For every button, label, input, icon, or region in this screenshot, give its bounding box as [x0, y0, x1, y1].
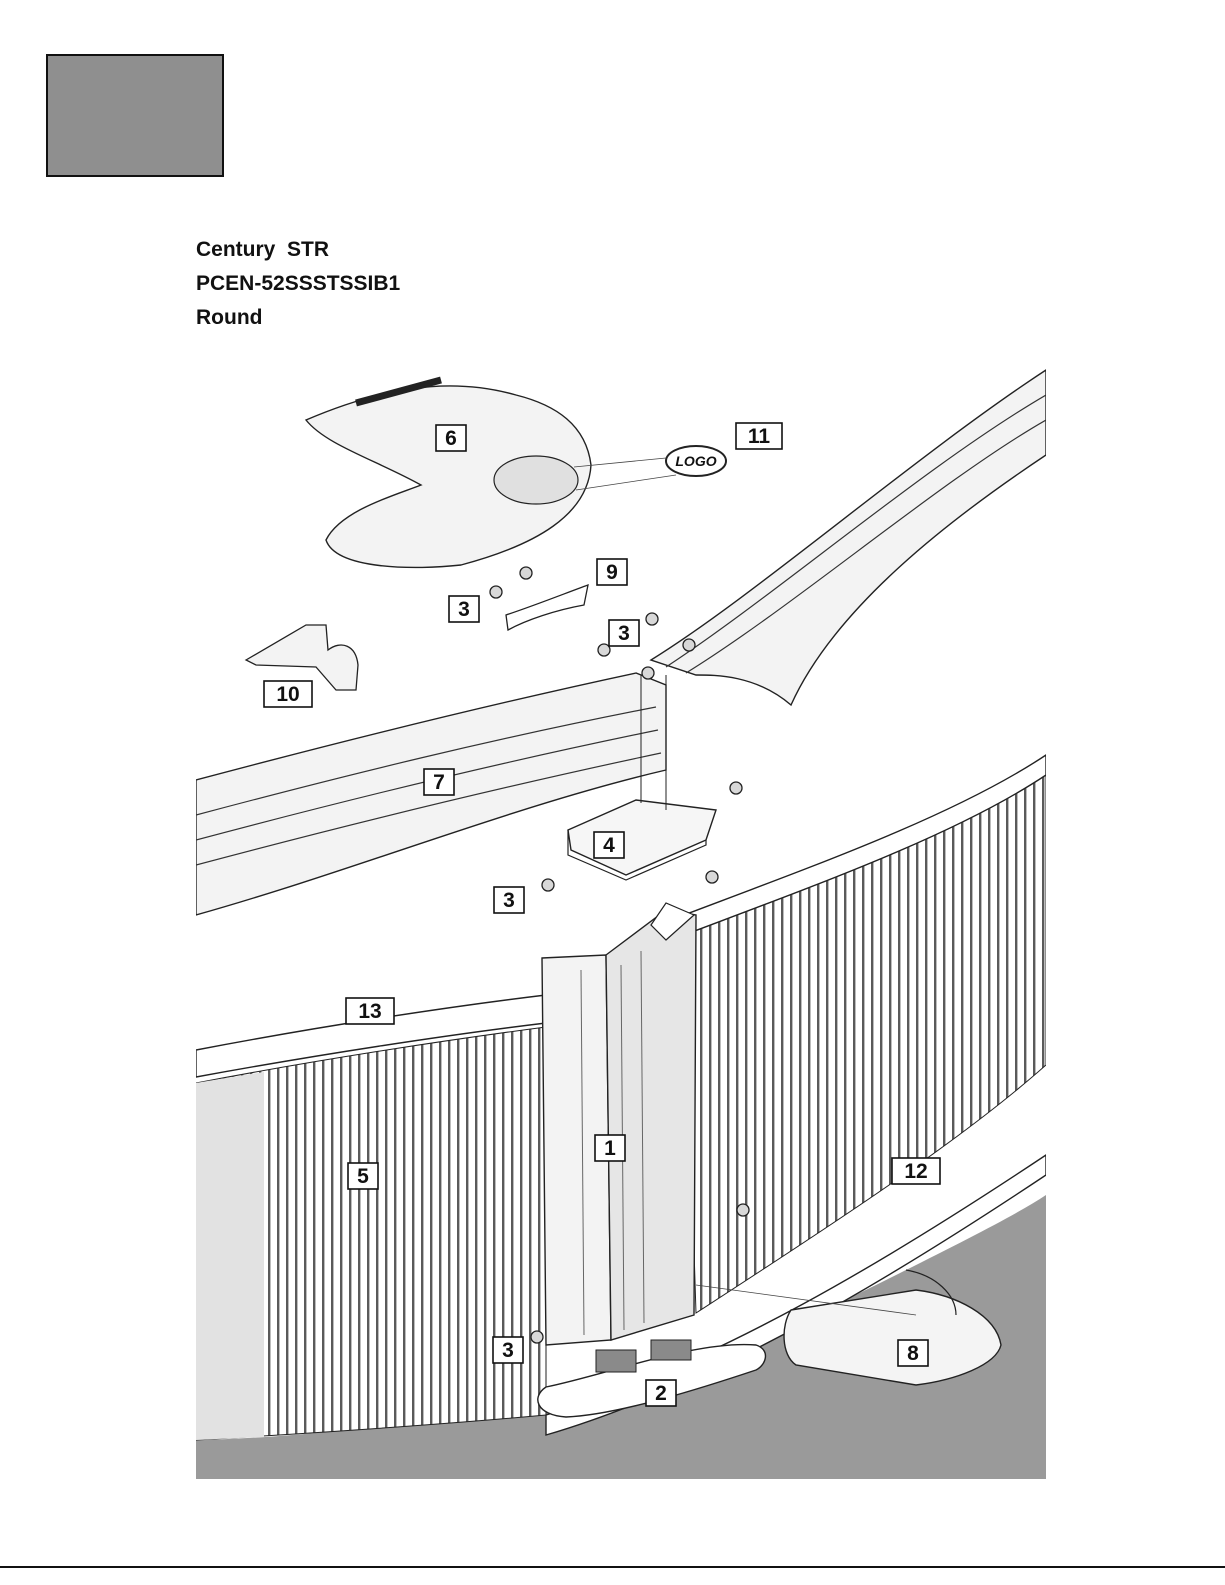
title-line-model: PCEN-52SSSTSSIB1 [196, 267, 400, 301]
logo-text: LOGO [675, 453, 716, 469]
callout-11-1: 11 [736, 423, 782, 449]
callout-8-14: 8 [898, 1340, 928, 1366]
title-line-product: Century STR [196, 233, 400, 267]
callout-text: 8 [907, 1342, 919, 1365]
callout-6-0: 6 [436, 425, 466, 451]
title-line-shape: Round [196, 301, 400, 335]
callout-3-13: 3 [493, 1337, 523, 1363]
callout-text: 13 [358, 1000, 381, 1023]
callout-text: 12 [904, 1160, 927, 1183]
trim-strip-9 [506, 585, 588, 630]
callout-text: 11 [748, 425, 771, 448]
callout-text: 6 [445, 427, 457, 450]
callout-text: 1 [604, 1137, 616, 1160]
callout-5-11: 5 [348, 1163, 378, 1189]
callout-10-5: 10 [264, 681, 312, 707]
callout-text: 3 [458, 598, 470, 621]
callout-13-9: 13 [346, 998, 394, 1024]
callout-3-3: 3 [449, 596, 479, 622]
callout-text: 10 [276, 683, 299, 706]
callout-2-15: 2 [646, 1380, 676, 1406]
callout-3-8: 3 [494, 887, 524, 913]
bottom-rule [0, 1566, 1225, 1568]
header-gray-box [46, 54, 224, 177]
callout-text: 3 [503, 889, 515, 912]
callout-7-6: 7 [424, 769, 454, 795]
callout-3-4: 3 [609, 620, 639, 646]
callout-text: 9 [606, 561, 618, 584]
right-ledge [651, 370, 1046, 705]
callout-text: 4 [603, 834, 615, 857]
upright-1-side [606, 910, 696, 1340]
callout-4-7: 4 [594, 832, 624, 858]
callout-text: 2 [655, 1382, 667, 1405]
callout-text: 3 [502, 1339, 514, 1362]
callout-12-12: 12 [892, 1158, 940, 1184]
callout-9-2: 9 [597, 559, 627, 585]
connector-plate-4 [568, 800, 716, 875]
title-block: Century STR PCEN-52SSSTSSIB1 Round [196, 233, 400, 335]
callout-text: 3 [618, 622, 630, 645]
callout-text: 7 [433, 771, 445, 794]
left-wall-light [196, 1072, 264, 1440]
callout-text: 5 [357, 1165, 369, 1188]
callout-1-10: 1 [595, 1135, 625, 1161]
assembly-diagram: LOGO 6 11 9 3 3 10 7 4 3 13 1 5 12 3 8 2 [196, 355, 1046, 1479]
